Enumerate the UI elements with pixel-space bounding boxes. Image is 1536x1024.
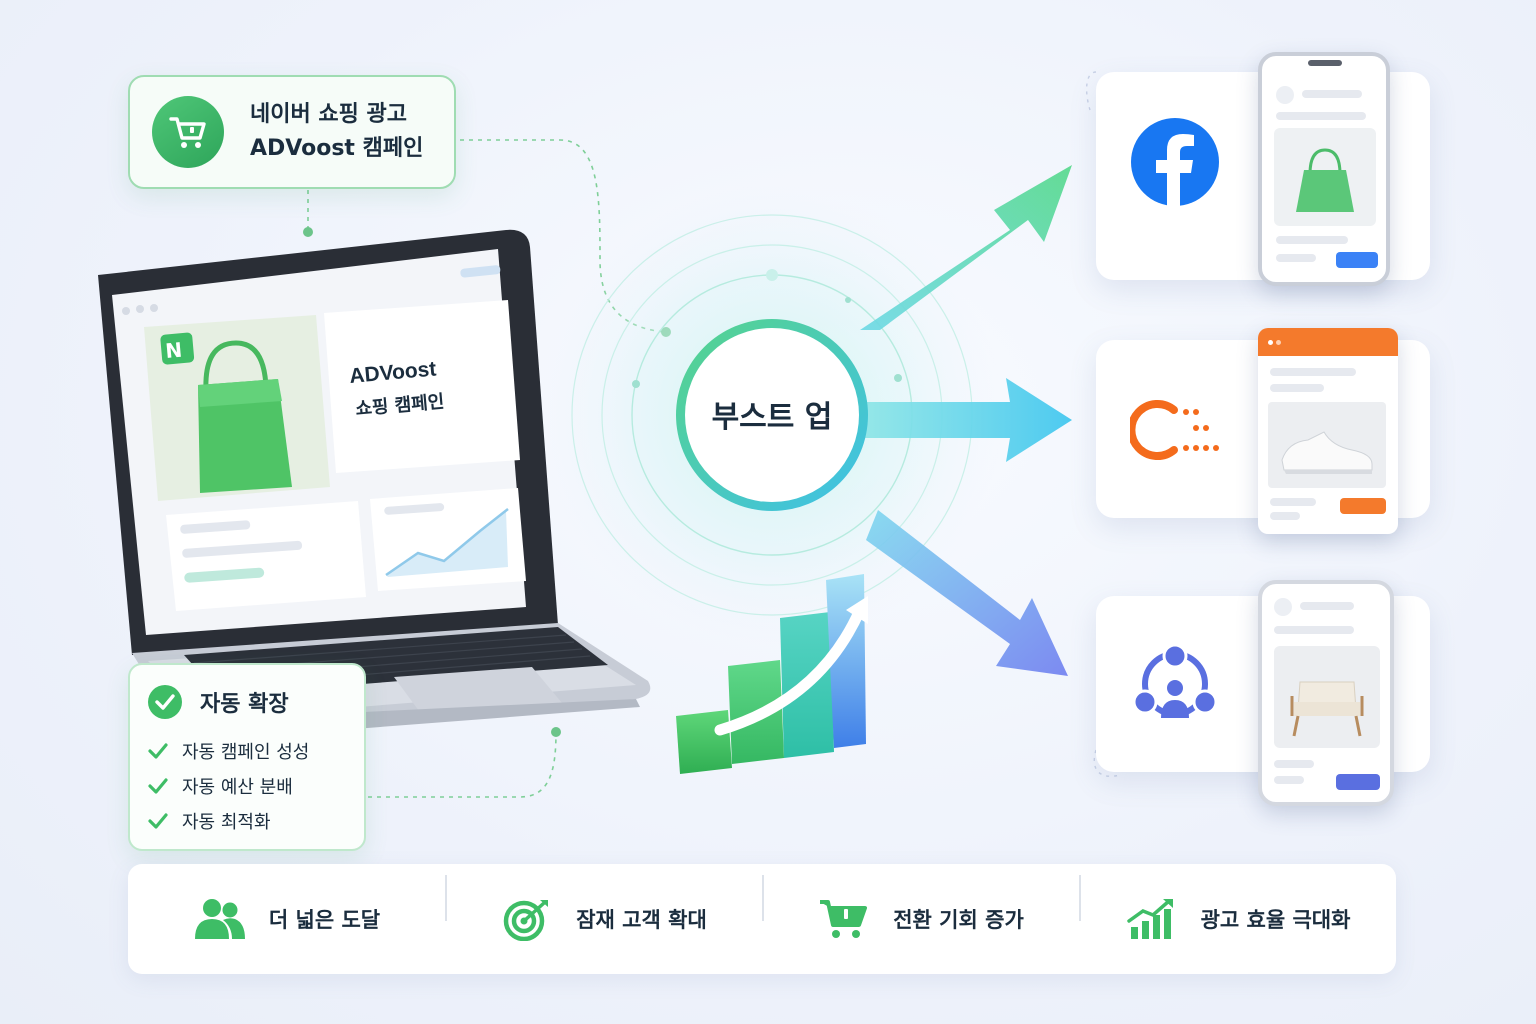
list-item: 자동 예산 분배 (148, 768, 346, 803)
check-icon (148, 777, 168, 794)
benefit-item: 광고 효율 극대화 (1079, 875, 1396, 941)
arrow-down-right (866, 510, 1068, 676)
benefit-item: 전환 기회 증가 (762, 875, 1079, 941)
check-circle-icon (148, 685, 182, 719)
shoes-product-image (1268, 402, 1386, 488)
campaign-card: 네이버 쇼핑 광고 ADVoost 캠페인 (128, 75, 456, 189)
arrow-up-right (860, 165, 1072, 330)
benefit-item: 잠재 고객 확대 (445, 875, 762, 941)
cart-icon (820, 900, 868, 938)
target-icon (503, 900, 549, 941)
criteo-icon (1130, 400, 1219, 460)
benefits-bar: 더 넓은 도달 잠재 고객 확대 전환 기회 증가 광고 효율 극대화 (128, 864, 1396, 974)
facebook-icon (1131, 118, 1219, 207)
benefit-label: 더 넓은 도달 (268, 908, 381, 932)
benefit-item: 더 넓은 도달 (128, 897, 445, 941)
list-item: 자동 캠페인 성성 (148, 733, 346, 768)
users-icon (194, 899, 245, 939)
bag-product-image (1274, 128, 1376, 226)
cta-button (1340, 498, 1386, 514)
auto-item-label: 자동 최적화 (182, 811, 271, 833)
auto-expansion-title: 자동 확장 (200, 692, 289, 717)
web-mockup-criteo (1258, 328, 1398, 534)
campaign-line-2: ADVoost 캠페인 (250, 136, 424, 161)
chair-product-image (1274, 646, 1380, 748)
naver-badge: N (164, 338, 183, 363)
boost-label: 부스트 업 (712, 400, 833, 435)
growth-chart-icon (1126, 899, 1173, 939)
benefit-label: 잠재 고객 확대 (576, 908, 707, 932)
bag-product-image (198, 340, 292, 493)
phone-mockup-facebook (1258, 52, 1390, 286)
cta-button (1336, 774, 1380, 790)
growth-bars (676, 574, 868, 774)
arrow-right (860, 378, 1072, 462)
shopping-cart-icon (152, 96, 224, 168)
check-icon (148, 812, 168, 829)
campaign-line-1: 네이버 쇼핑 광고 (250, 102, 407, 127)
audience-network-icon (1132, 644, 1218, 718)
auto-item-label: 자동 예산 분배 (182, 776, 293, 798)
phone-mockup-audience-network (1258, 580, 1394, 806)
benefit-label: 전환 기회 증가 (893, 908, 1024, 932)
auto-expansion-card: 자동 확장 자동 캠페인 성성 자동 예산 분배 자동 최적화 (128, 663, 366, 851)
auto-item-label: 자동 캠페인 성성 (182, 741, 310, 763)
check-icon (148, 742, 168, 759)
list-item: 자동 최적화 (148, 803, 346, 838)
benefit-label: 광고 효율 극대화 (1200, 908, 1351, 932)
cta-button (1336, 252, 1378, 268)
